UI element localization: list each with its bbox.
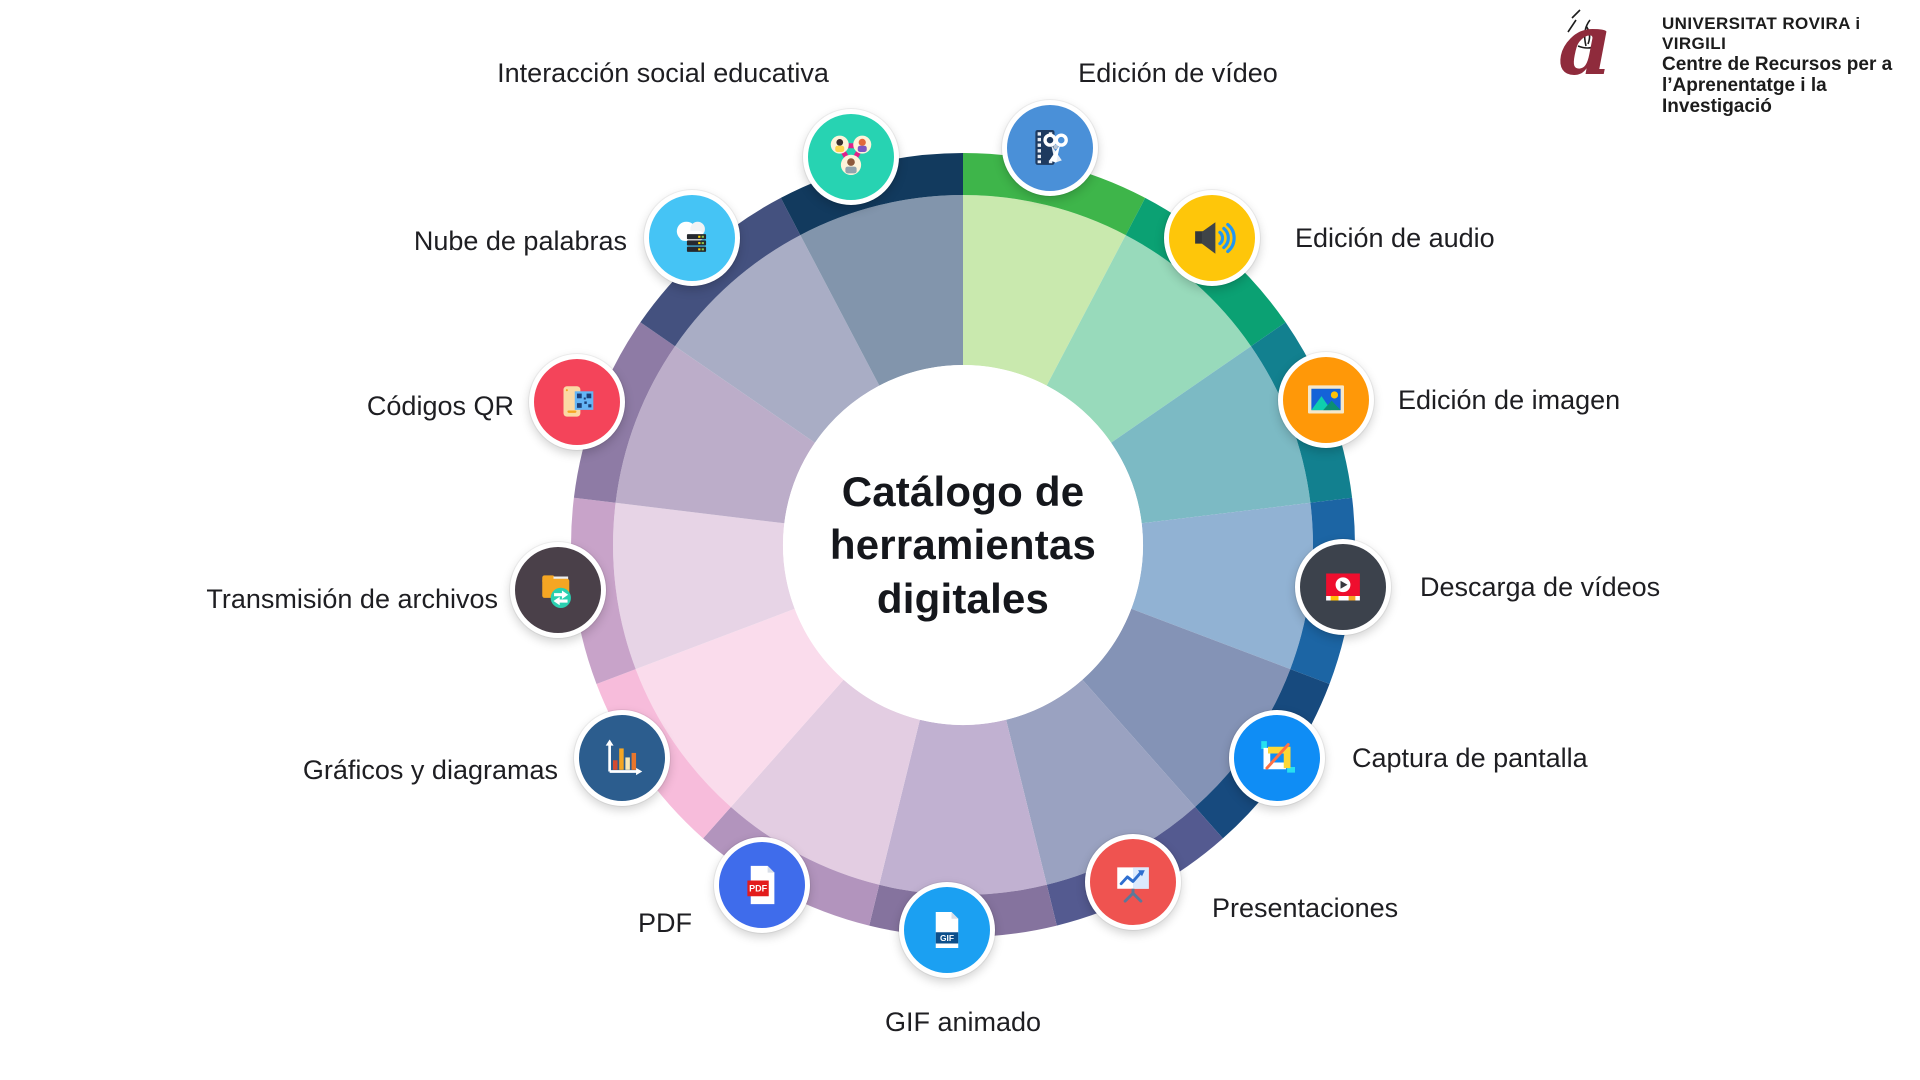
label-file-transfer: Transmisión de archivos <box>206 584 498 614</box>
wheel-inner-audio-editing <box>1046 235 1251 443</box>
qr-code-icon <box>563 386 594 417</box>
label-screenshot: Captura de pantalla <box>1352 743 1588 773</box>
label-audio-editing: Edición de audio <box>1295 223 1495 253</box>
video-download-badge <box>1295 539 1391 635</box>
wheel-inner-pdf <box>730 679 920 885</box>
wheel-inner-image-editing <box>1111 346 1311 524</box>
gif-file-icon: GIF <box>935 912 959 948</box>
wheel-inner-qr-codes <box>615 346 815 524</box>
pdf-badge: PDF <box>714 837 810 933</box>
wheel-outer-qr-codes <box>573 322 675 503</box>
presentation-icon <box>1117 867 1149 903</box>
image-editing-badge <box>1278 352 1374 448</box>
page-title: Catálogo de herramientas digitales <box>830 465 1096 625</box>
label-image-editing: Edición de imagen <box>1398 385 1621 415</box>
urv-logo-mark: a <box>1556 0 1658 94</box>
video-editing-icon <box>1035 130 1068 165</box>
wheel-inner-video-editing <box>963 194 1126 386</box>
label-video-download: Descarga de vídeos <box>1420 572 1661 602</box>
urv-logo-line3: l’Aprenentatge i la Investigació <box>1662 75 1827 117</box>
page-title-line2: herramientas <box>829 521 1097 569</box>
page-title-line3: digitales <box>876 574 1050 622</box>
urv-logo: a UNIVERSITAT ROVIRA i VIRGILI Centre de… <box>1556 0 1920 117</box>
screenshot-icon <box>1261 741 1295 773</box>
word-cloud-badge <box>644 190 740 286</box>
bar-chart-icon <box>605 739 643 776</box>
urv-logo-line2: Centre de Recursos per a <box>1662 54 1893 75</box>
label-video-editing: Edición de vídeo <box>1078 58 1278 88</box>
wheel-inner-file-transfer <box>613 502 795 670</box>
wheel-inner-video-download <box>1131 502 1313 670</box>
label-gif: GIF animado <box>884 1007 1042 1037</box>
screenshot-badge <box>1229 710 1325 806</box>
wheel-center: Catálogo de herramientas digitales <box>783 365 1143 725</box>
file-transfer-icon <box>542 575 571 608</box>
social-interaction-icon <box>830 135 872 175</box>
audio-editing-badge <box>1164 190 1260 286</box>
label-charts: Gráficos y diagramas <box>302 755 558 785</box>
gif-badge: GIF <box>899 882 995 978</box>
word-cloud-icon <box>676 221 707 252</box>
pdf-file-icon: PDF <box>747 865 775 905</box>
urv-a-glyph-icon: a <box>1558 0 1612 94</box>
label-social: Interacción social educativa <box>497 58 829 88</box>
wheel-inner-gif <box>879 719 1047 895</box>
presentations-badge <box>1085 834 1181 930</box>
urv-a-letter: a <box>1558 6 1612 86</box>
pdf-icon-label: PDF <box>749 884 768 894</box>
label-qr-codes: Códigos QR <box>366 391 514 421</box>
file-transfer-badge <box>510 542 606 638</box>
social-interaction-badge <box>803 109 899 205</box>
video-editing-badge <box>1002 100 1098 196</box>
wheel-inner-presentations <box>1006 679 1196 885</box>
page-title-line1: Catálogo de <box>841 468 1085 515</box>
audio-editing-icon <box>1195 222 1236 254</box>
gif-icon-label: GIF <box>940 933 954 943</box>
urv-logo-text: UNIVERSITAT ROVIRA i VIRGILI Centre de R… <box>1662 6 1920 117</box>
qr-codes-badge <box>529 354 625 450</box>
wheel-inner-social-interaction <box>800 195 963 386</box>
video-download-icon <box>1326 573 1360 601</box>
wheel-inner-word-cloud <box>675 235 880 443</box>
urv-logo-line1: UNIVERSITAT ROVIRA i VIRGILI <box>1662 14 1861 53</box>
label-presentations: Presentaciones <box>1212 893 1399 923</box>
charts-badge <box>574 710 670 806</box>
wheel-inner-charts <box>635 608 844 807</box>
label-word-cloud: Nube de palabras <box>413 226 627 256</box>
image-editing-icon <box>1308 385 1344 414</box>
label-pdf: PDF <box>638 908 692 938</box>
